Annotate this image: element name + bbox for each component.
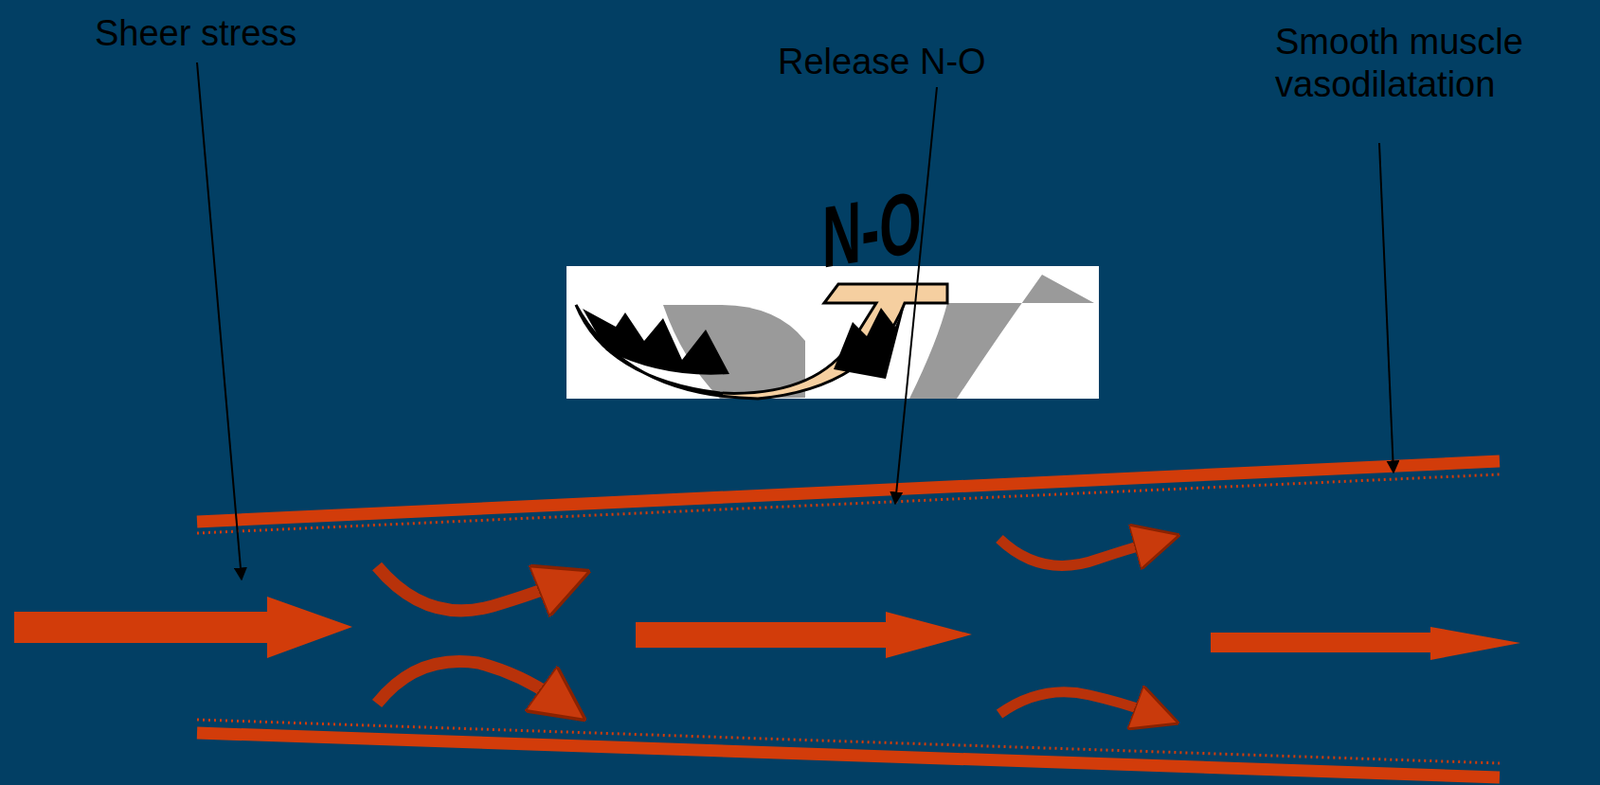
flow-arrow [14,596,353,659]
clipart-text: N-O [822,177,922,282]
endothelium [197,474,1500,534]
annotation-label: Release N-O [777,40,987,84]
flow-arrow [635,611,972,659]
release-clipart [566,266,1099,399]
annotation-label: Smooth muscle vasodilatation [1275,20,1593,107]
vessel-wall [197,733,1500,778]
eddy-arrow [377,566,555,612]
eddy-arrow [377,661,555,704]
flow-arrow [1210,627,1521,661]
eddy-arrow [999,539,1149,566]
vessel-wall [197,461,1500,522]
annotation-label: Sheer stress [94,12,297,55]
leader-line [197,62,242,580]
eddy-arrow [999,692,1149,715]
leader-line [1379,143,1394,473]
leader-line [895,87,937,504]
